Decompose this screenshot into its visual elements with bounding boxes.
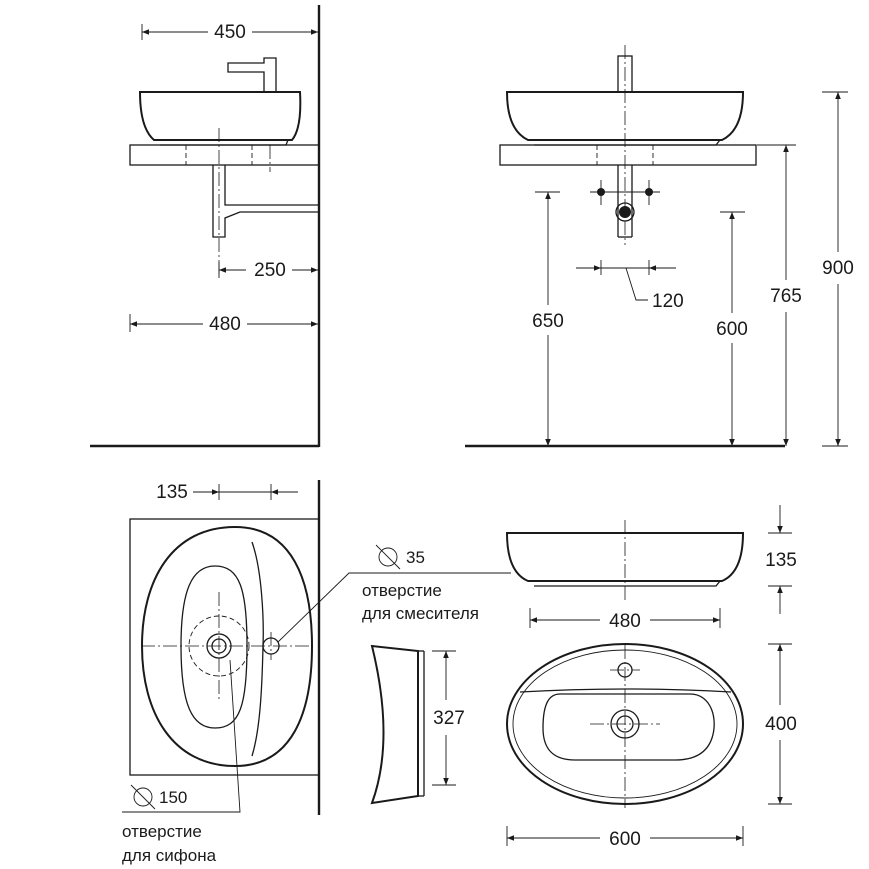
dim-150: 150: [159, 788, 187, 807]
dim-765: 765: [770, 286, 802, 307]
section-basin: [370, 644, 419, 805]
top-basin-bowl: [180, 565, 248, 729]
note-mixer-hole-2: для смесителя: [362, 604, 479, 623]
top-countertop: [129, 518, 320, 776]
dim-900: 900: [822, 258, 854, 279]
dim-120: 120: [652, 291, 684, 312]
mixer-connection-right: [645, 188, 653, 196]
dim-250: 250: [254, 260, 286, 281]
dim-600-width: 600: [609, 829, 641, 850]
profile-basin: [505, 532, 745, 582]
dim-450: 450: [214, 22, 246, 43]
plan-view: 400 600: [506, 643, 797, 850]
top-view: 135 35 отверстие для смесителя 150 отвер…: [122, 480, 511, 865]
front-view: 120 650 600 765 900: [465, 45, 854, 448]
basin-body: [138, 91, 302, 141]
dim-135-profile: 135: [765, 550, 797, 571]
plan-basin-bowl: [542, 693, 715, 761]
basin-base: [158, 139, 289, 146]
countertop: [129, 144, 320, 166]
diameter-symbol-150: [133, 787, 153, 807]
dim-35: 35: [406, 548, 425, 567]
dim-400: 400: [765, 714, 797, 735]
dim-480-profile: 480: [609, 611, 641, 632]
note-drain-hole-1: отверстие: [122, 822, 202, 841]
note-drain-hole-2: для сифона: [122, 846, 217, 865]
drain-outline-dashed: [188, 615, 250, 677]
leader-mixer-hole: [277, 572, 511, 643]
section-view: 327: [370, 644, 465, 805]
top-basin-outline: [140, 525, 314, 768]
front-countertop: [499, 144, 757, 166]
side-view: 450 250 480: [90, 5, 321, 448]
faucet: [227, 57, 277, 93]
note-mixer-hole-1: отверстие: [362, 581, 442, 600]
dim-480-side: 480: [209, 314, 241, 335]
drain-pipe: [212, 165, 319, 238]
front-basin-body: [505, 91, 745, 141]
dim-650: 650: [532, 311, 564, 332]
dim-327: 327: [433, 708, 465, 729]
top-basin-deck: [251, 541, 264, 757]
diameter-symbol-35: [378, 547, 398, 567]
profile-view: 135 480: [505, 505, 797, 632]
dim-135-top: 135: [156, 482, 188, 503]
drain-outlet: [615, 202, 635, 222]
leader-120: [625, 267, 648, 301]
plan-basin-deck: [519, 688, 732, 693]
dim-600-height: 600: [716, 319, 748, 340]
mixer-connection-left: [597, 188, 605, 196]
leader-drain-hole: [122, 659, 241, 813]
